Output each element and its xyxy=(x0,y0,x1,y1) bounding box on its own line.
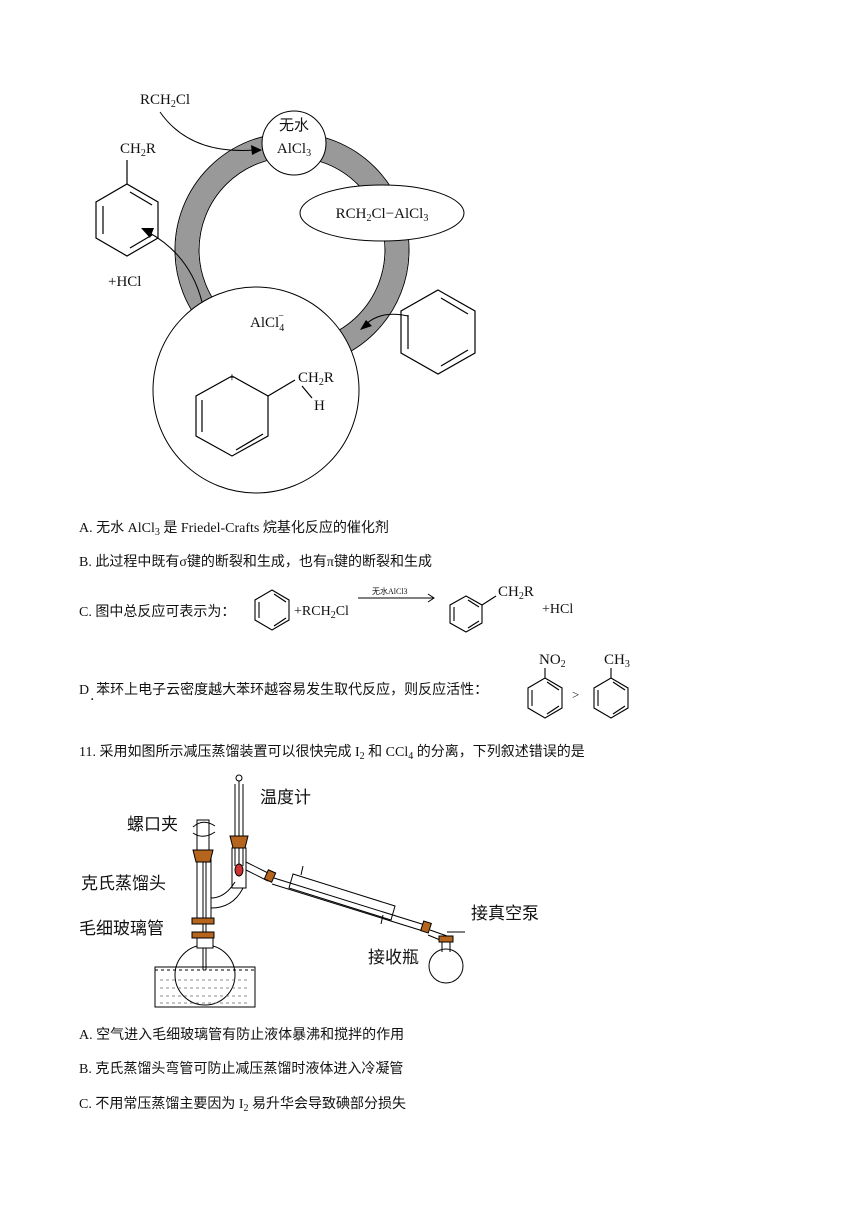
option-11c: C. 不用常压蒸馏主要因为 I2 易升华会导致碘部分损失 xyxy=(79,1097,406,1114)
svg-text:NO2: NO2 xyxy=(539,652,566,670)
option-10a: A. 无水 AlCl3 是 Friedel-Crafts 烷基化反应的催化剂 xyxy=(79,521,389,538)
svg-text:>: > xyxy=(572,687,579,702)
option-11b: B. 克氏蒸馏头弯管可防止减压蒸馏时液体进入冷凝管 xyxy=(79,1062,404,1077)
svg-text:+RCH2Cl: +RCH2Cl xyxy=(294,604,349,621)
ch2r-intermediate: CH2R xyxy=(298,370,334,388)
question-11-stem: 11. 采用如图所示减压蒸馏装置可以很快完成 I2 和 CCl4 的分离，下列叙… xyxy=(79,745,585,762)
label-vacuum-pump: 接真空泵 xyxy=(471,904,539,923)
anhydrous-label: 无水 xyxy=(279,117,309,134)
svg-text:CH3: CH3 xyxy=(604,652,630,670)
complex-node xyxy=(299,184,465,242)
alcl4-label: AlCl4− xyxy=(250,311,284,334)
label-screw-clamp: 螺口夹 xyxy=(127,815,178,834)
option-10c-equation: +RCH2Cl 无水AlCl3 CH2R +HCl xyxy=(254,584,573,633)
label-receiver: 接收瓶 xyxy=(368,948,419,967)
option-10d-dot: · xyxy=(90,692,95,708)
h-label: H xyxy=(314,398,325,414)
label-capillary: 毛细玻璃管 xyxy=(79,919,164,938)
complex-label: RCH2Cl−AlCl3 xyxy=(336,206,429,224)
anhydrous-alcl3-node xyxy=(261,110,327,176)
svg-text:CH2R: CH2R xyxy=(498,584,534,602)
option-10d: D 苯环上电子云密度越大苯环越容易发生取代反应，则反应活性： xyxy=(79,683,489,698)
label-claisen-head: 克氏蒸馏头 xyxy=(81,874,166,893)
catalyst-label: 无水AlCl3 xyxy=(372,586,408,596)
hcl-label: +HCl xyxy=(108,274,141,290)
vacuum-distillation-diagram: 温度计 螺口夹 克氏蒸馏头 毛细玻璃管 接真空泵 接收瓶 xyxy=(79,774,539,1008)
rch2cl-label: RCH2Cl xyxy=(140,92,190,110)
option-11a: A. 空气进入毛细玻璃管有防止液体暴沸和搅拌的作用 xyxy=(79,1028,405,1043)
product-ch2r-label: CH2R xyxy=(120,141,156,159)
plus-charge: + xyxy=(228,371,236,386)
label-thermometer: 温度计 xyxy=(260,788,311,807)
svg-text:+HCl: +HCl xyxy=(542,602,573,617)
alcl3-label: AlCl3 xyxy=(277,141,311,159)
option-10b: B. 此过程中既有σ键的断裂和生成，也有π键的断裂和生成 xyxy=(79,555,432,570)
option-10c: C. 图中总反应可表示为： xyxy=(79,605,236,620)
option-10d-structures: NO2 > CH3 xyxy=(527,652,630,719)
friedel-crafts-cycle-diagram: 无水 AlCl3 RCH2Cl−AlCl3 AlCl4− + CH2R H RC… xyxy=(95,92,476,494)
